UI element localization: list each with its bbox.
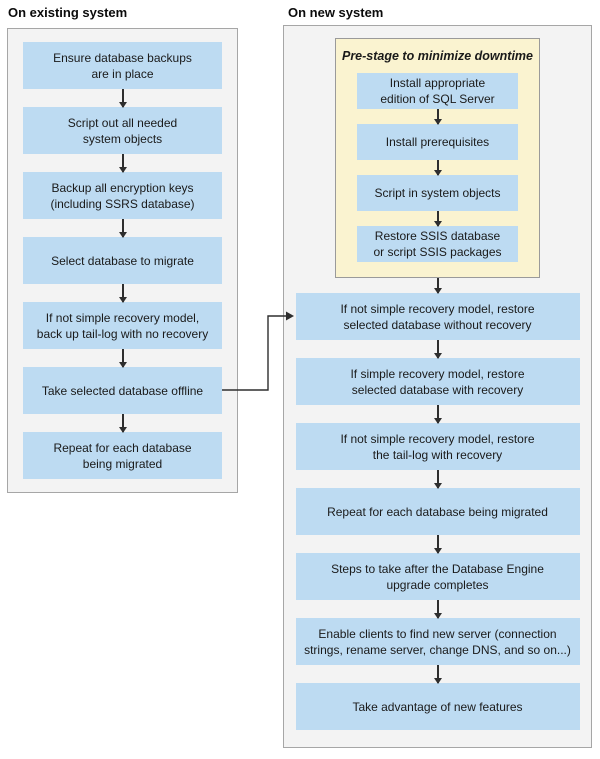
right-column-title: On new system (288, 5, 384, 20)
arrow-down-icon (121, 349, 124, 367)
arrow-down-icon (121, 89, 124, 107)
arrow-down-icon (436, 109, 439, 124)
flow-step-install-prerequisites: Install prerequisites (357, 124, 518, 160)
prestage-group: Pre-stage to minimize downtime Install a… (335, 38, 540, 278)
flow-step-ensure-backups: Ensure database backups are in place (23, 42, 222, 89)
flow-step-repeat-each-database: Repeat for each database being migrated (23, 432, 222, 479)
arrow-down-icon (436, 278, 439, 293)
arrow-down-icon (121, 414, 124, 432)
flow-step-script-in-system-objects: Script in system objects (357, 175, 518, 211)
arrow-down-icon (436, 405, 439, 423)
flow-step-post-upgrade-steps: Steps to take after the Database Engine … (295, 553, 580, 600)
new-system-panel: Pre-stage to minimize downtime Install a… (283, 25, 592, 748)
flow-step-restore-without-recovery: If not simple recovery model, restore se… (295, 293, 580, 340)
left-column-title: On existing system (8, 5, 128, 20)
arrow-down-icon (436, 211, 439, 226)
flow-step-backup-tail-log: If not simple recovery model, back up ta… (23, 302, 222, 349)
flow-step-take-database-offline: Take selected database offline (23, 367, 222, 414)
flow-step-script-system-objects: Script out all needed system objects (23, 107, 222, 154)
arrow-down-icon (436, 665, 439, 683)
flow-step-take-advantage-new-features: Take advantage of new features (295, 683, 580, 730)
arrow-down-icon (436, 535, 439, 553)
existing-system-panel: Ensure database backups are in place Scr… (7, 28, 238, 493)
arrow-down-icon (436, 470, 439, 488)
arrow-down-icon (121, 154, 124, 172)
flow-step-backup-encryption-keys: Backup all encryption keys (including SS… (23, 172, 222, 219)
flow-step-restore-tail-log: If not simple recovery model, restore th… (295, 423, 580, 470)
arrow-down-icon (436, 340, 439, 358)
flow-step-restore-ssis: Restore SSIS database or script SSIS pac… (357, 226, 518, 262)
arrow-down-icon (121, 284, 124, 302)
flow-step-repeat-each-database-new: Repeat for each database being migrated (295, 488, 580, 535)
arrow-down-icon (121, 219, 124, 237)
prestage-group-title: Pre-stage to minimize downtime (341, 49, 533, 63)
flow-step-install-sql-server: Install appropriate edition of SQL Serve… (357, 73, 518, 109)
arrow-down-icon (436, 160, 439, 175)
flow-step-select-database: Select database to migrate (23, 237, 222, 284)
arrow-down-icon (436, 600, 439, 618)
flow-step-enable-clients: Enable clients to find new server (conne… (295, 618, 580, 665)
flow-step-restore-with-recovery: If simple recovery model, restore select… (295, 358, 580, 405)
